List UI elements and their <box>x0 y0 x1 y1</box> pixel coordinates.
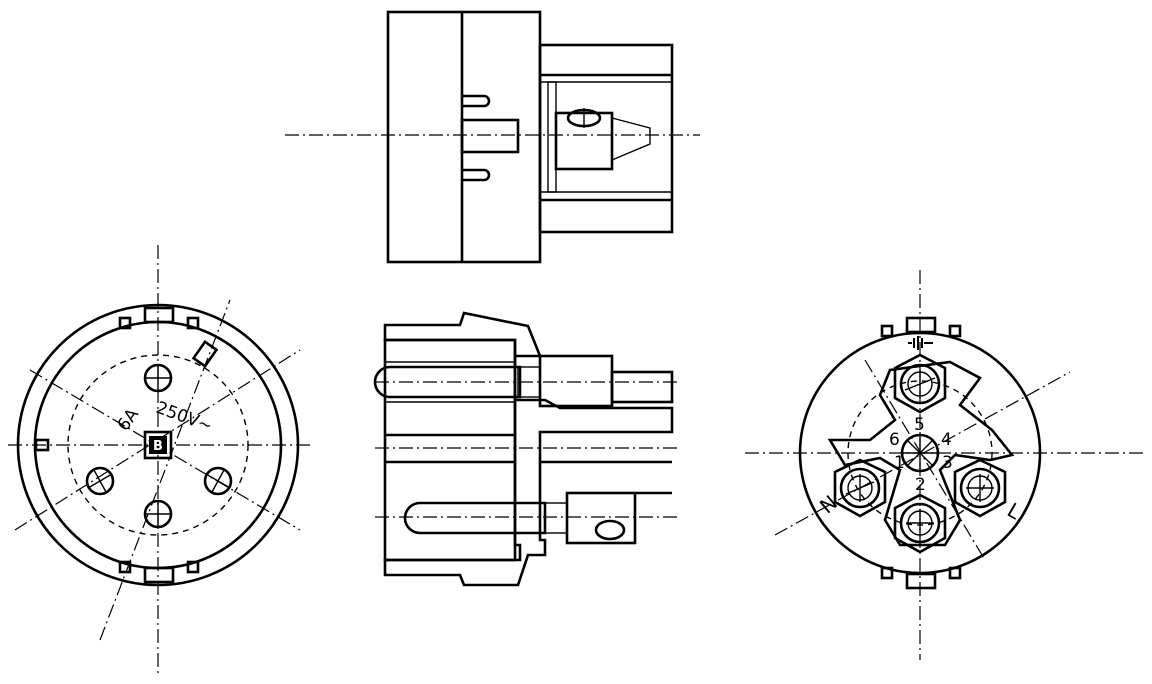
contact-number-4: 4 <box>941 430 952 450</box>
contact-hole <box>85 466 115 496</box>
contact-number-1: 1 <box>894 453 905 473</box>
contact-number-2: 2 <box>915 475 926 495</box>
neutral-label: N <box>815 490 842 518</box>
contact-hole <box>143 363 173 393</box>
left-front-view: B 6A 250V~ <box>8 245 310 675</box>
terminal-screw <box>833 458 887 518</box>
right-rear-view: 5 6 4 1 3 2 N L <box>745 270 1145 660</box>
contact-number-5: 5 <box>914 415 925 435</box>
section-view <box>373 311 680 587</box>
earth-ground-icon <box>908 336 933 350</box>
contact-number-6: 6 <box>889 430 900 450</box>
top-side-view <box>285 10 700 264</box>
mark-label: B <box>153 439 163 454</box>
contact-hole <box>203 466 233 496</box>
line-label: L <box>1003 498 1025 525</box>
contact-number-3: 3 <box>942 453 953 473</box>
terminal-screw <box>893 353 947 414</box>
current-rating-label: 6A <box>114 405 143 435</box>
terminal-screw <box>893 493 947 554</box>
contact-hole <box>143 499 173 529</box>
terminal-screw <box>953 458 1007 518</box>
